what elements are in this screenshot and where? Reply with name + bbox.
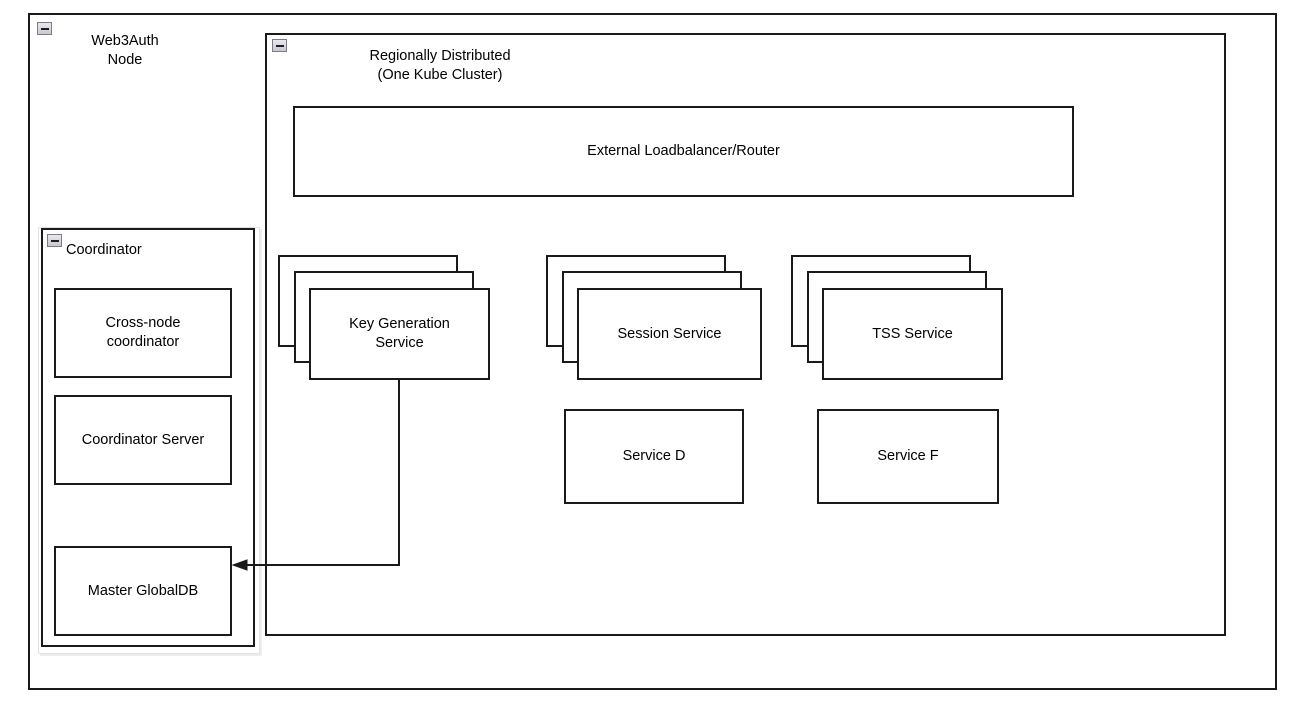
- node-service-f[interactable]: Service F: [817, 409, 999, 504]
- node-service-d[interactable]: Service D: [564, 409, 744, 504]
- stack-layer-front[interactable]: Key Generation Service: [309, 288, 490, 380]
- node-coordinator-server[interactable]: Coordinator Server: [54, 395, 232, 485]
- collapse-icon-web3auth-node[interactable]: [37, 22, 52, 35]
- node-label-tss-service: TSS Service: [872, 325, 953, 342]
- node-external-loadbalancer[interactable]: External Loadbalancer/Router: [293, 106, 1074, 197]
- node-label-cross-node-coordinator: Cross-node coordinator: [105, 315, 181, 350]
- node-master-globaldb[interactable]: Master GlobalDB: [54, 546, 232, 636]
- stack-layer-front[interactable]: TSS Service: [822, 288, 1003, 380]
- collapse-icon-coordinator[interactable]: [47, 234, 62, 247]
- stack-layer-front[interactable]: Session Service: [577, 288, 762, 380]
- node-label-key-generation-service: Key Generation Service: [349, 316, 450, 351]
- node-label-session-service: Session Service: [617, 325, 722, 342]
- node-label-master-globaldb: Master GlobalDB: [87, 582, 199, 599]
- node-label-service-d: Service D: [622, 448, 686, 464]
- node-label-external-loadbalancer: External Loadbalancer/Router: [587, 143, 780, 159]
- node-label-service-f: Service F: [877, 448, 939, 464]
- node-label-coordinator-server: Coordinator Server: [81, 431, 205, 448]
- node-cross-node-coordinator[interactable]: Cross-node coordinator: [54, 288, 232, 378]
- container-title-regionally-distributed: Regionally Distributed (One Kube Cluster…: [369, 48, 511, 83]
- container-title-coordinator: Coordinator: [66, 242, 142, 258]
- collapse-icon-regionally-distributed[interactable]: [272, 39, 287, 52]
- node-session-service[interactable]: Session Service: [546, 255, 766, 383]
- node-key-generation-service[interactable]: Key Generation Service: [278, 255, 493, 383]
- node-tss-service[interactable]: TSS Service: [791, 255, 1006, 383]
- container-title-web3auth-node: Web3Auth Node: [91, 33, 159, 68]
